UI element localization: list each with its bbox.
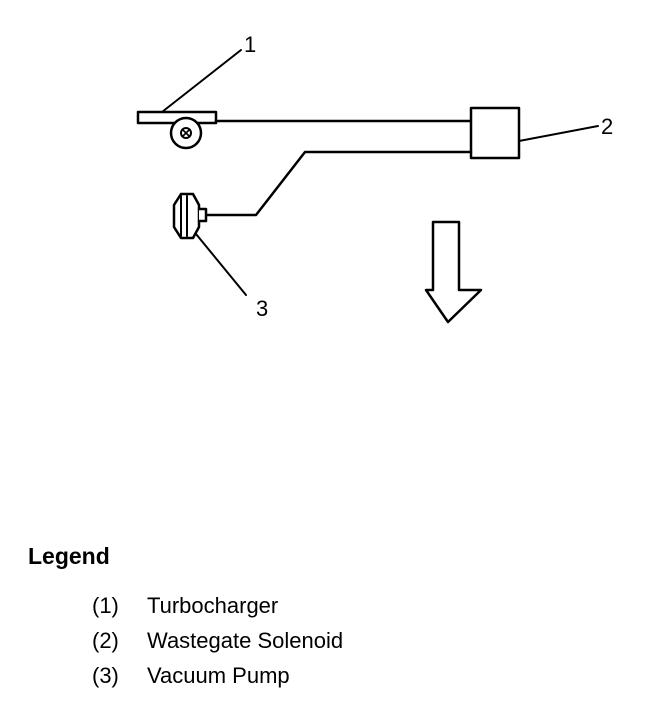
solenoid-to-pump-hose [202,150,473,217]
down-arrow-icon [424,220,483,324]
callout-1: 1 [244,32,256,57]
legend: Legend (1) Turbocharger (2) Wastegate So… [28,540,648,693]
legend-title: Legend [28,543,110,569]
callout-1-leader [161,49,242,113]
vacuum-pump [172,192,208,240]
legend-item-number: (3) [92,663,119,688]
vacuum-pump-nozzle [197,207,208,223]
callout-3: 3 [256,296,268,321]
callout-3-leader [195,233,247,296]
legend-item: (1) Turbocharger [92,588,648,623]
legend-item-number: (1) [92,593,119,618]
turbocharger-hub [180,127,192,139]
legend-item: (3) Vacuum Pump [92,658,648,693]
legend-item-number: (2) [92,628,119,653]
legend-item: (2) Wastegate Solenoid [92,623,648,658]
callout-2-leader [518,125,599,142]
legend-item-label: Wastegate Solenoid [147,628,344,653]
legend-item-label: Vacuum Pump [147,663,290,688]
turbocharger [136,110,218,150]
wastegate-solenoid [469,106,521,160]
legend-item-label: Turbocharger [147,593,279,618]
legend-list: (1) Turbocharger (2) Wastegate Solenoid … [28,588,648,693]
callout-2: 2 [601,114,613,139]
